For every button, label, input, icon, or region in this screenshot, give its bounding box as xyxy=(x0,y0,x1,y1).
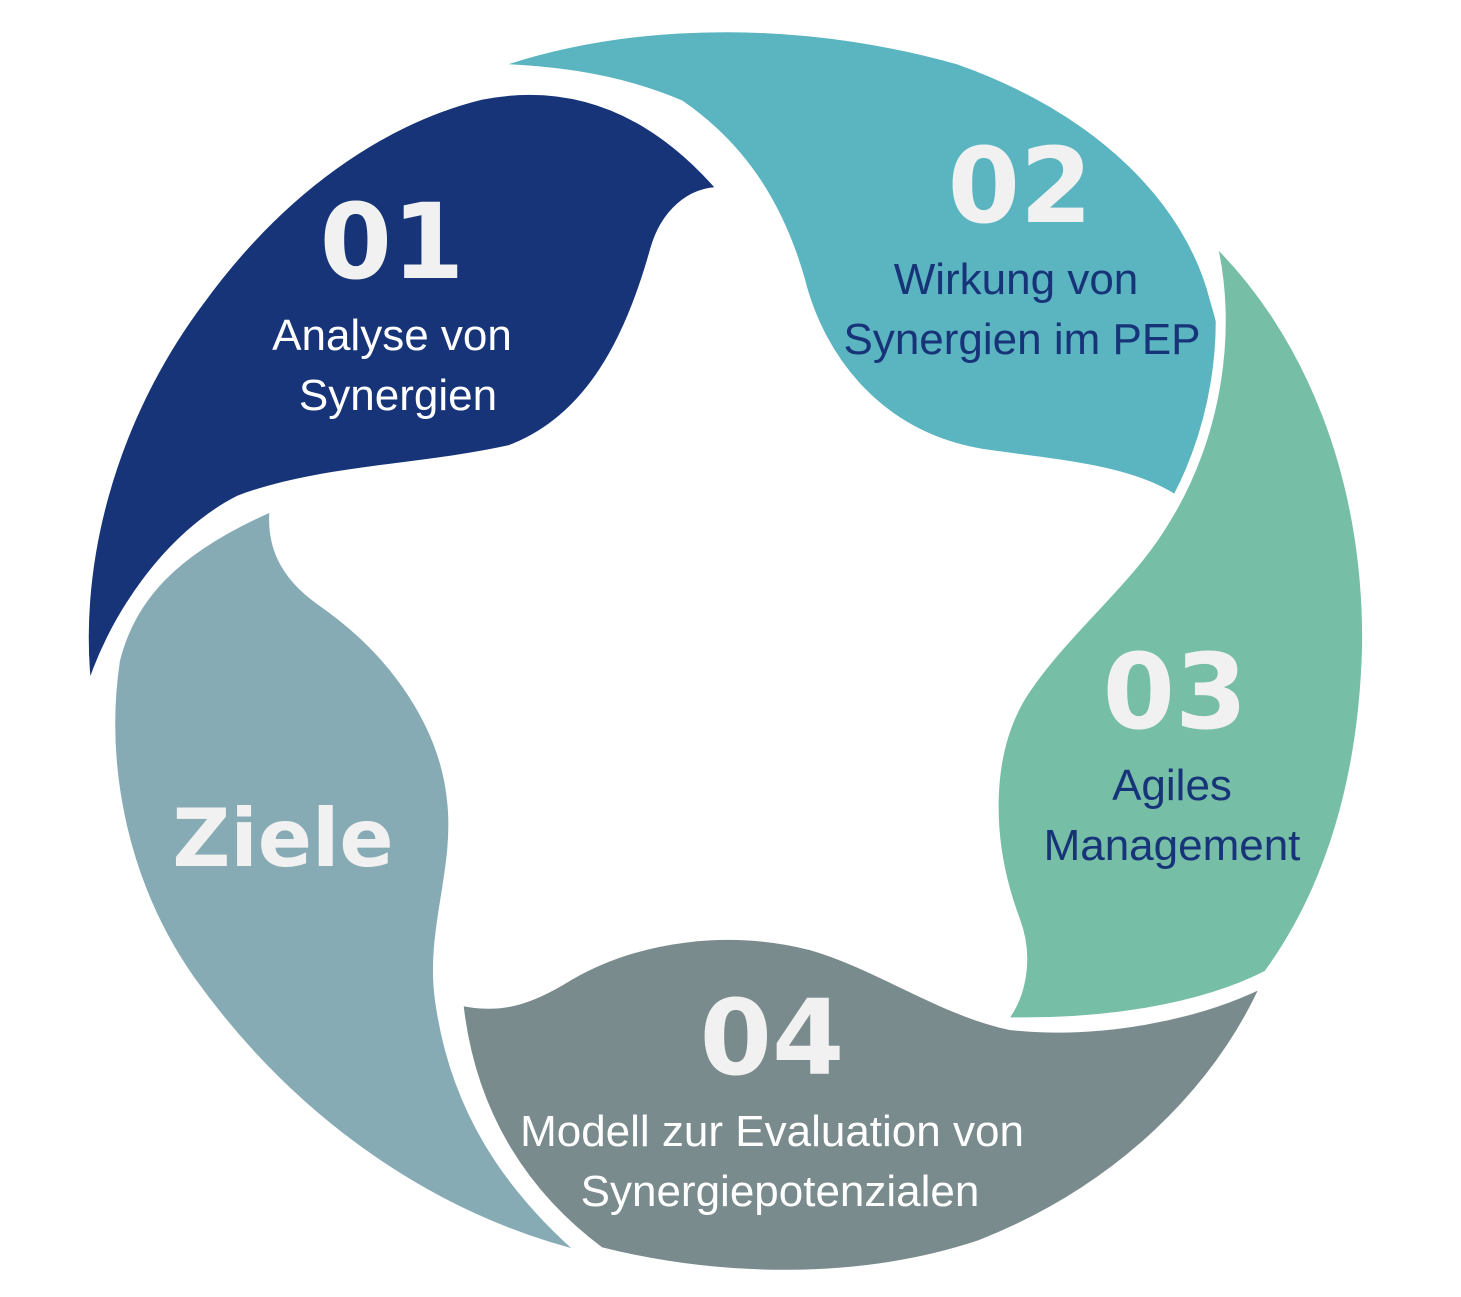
segment-03 xyxy=(988,230,1373,1028)
step-03-label-line2: Management xyxy=(1044,821,1301,870)
ziele-label: Ziele xyxy=(172,792,393,885)
segment-04 xyxy=(453,930,1273,1280)
step-01-number: 01 xyxy=(320,181,465,303)
step-01-label-line1: Analyse von xyxy=(272,311,512,360)
step-01-label-line2: Synergien xyxy=(299,371,497,420)
step-04-label-line1: Modell zur Evaluation von xyxy=(520,1107,1024,1156)
step-02-number: 02 xyxy=(948,125,1093,247)
segment-02 xyxy=(477,22,1233,505)
step-02-label-line1: Wirkung von xyxy=(894,255,1139,304)
segment-01 xyxy=(78,84,730,705)
step-03-label-line1: Agiles xyxy=(1112,761,1232,810)
step-03-number: 03 xyxy=(1103,631,1248,753)
step-02-label-line2: Synergien im PEP xyxy=(843,315,1200,364)
step-04-label-line2: Synergiepotenzialen xyxy=(581,1167,980,1216)
segment-ziele xyxy=(105,500,595,1263)
step-04-number: 04 xyxy=(700,977,845,1099)
